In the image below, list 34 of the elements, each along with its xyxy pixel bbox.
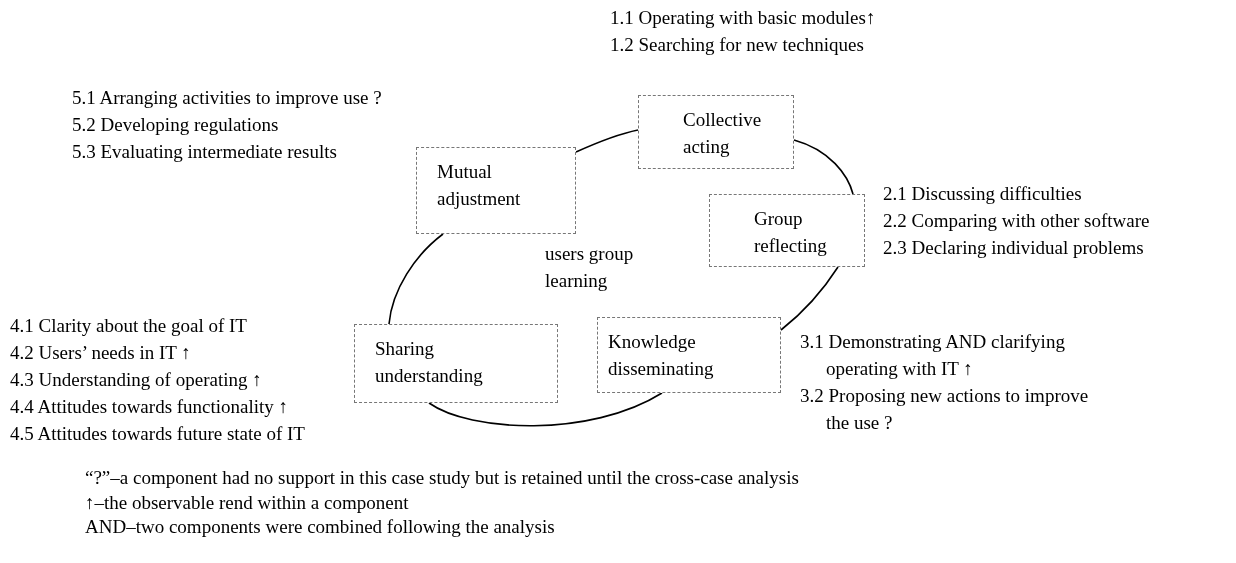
- footnote: ↑–the observable rend within a component: [85, 491, 409, 515]
- component-item: 5.2 Developing regulations: [72, 113, 279, 137]
- stage-box: [638, 95, 794, 169]
- stage-box: [597, 317, 781, 393]
- stage-box: [354, 324, 558, 403]
- component-item: 4.3 Understanding of operating ↑: [10, 368, 262, 392]
- stage-name: Mutual adjustment: [437, 160, 522, 211]
- center-label: users group learning: [545, 242, 635, 293]
- stage-name: Collective acting: [683, 108, 763, 159]
- component-item: 2.1 Discussing difficulties: [883, 182, 1082, 206]
- cycle-curve: [793, 139, 854, 195]
- cycle-curve: [780, 266, 839, 331]
- component-item: 1.1 Operating with basic modules↑: [610, 6, 876, 30]
- component-item: 1.2 Searching for new techniques: [610, 33, 864, 57]
- component-item: 3.1 Demonstrating AND clarifying operating with IT ↑: [800, 330, 1066, 381]
- component-item: 3.2 Proposing new actions to improve the use ?: [800, 384, 1090, 435]
- component-item: 5.1 Arranging activities to improve use ?: [72, 86, 382, 110]
- component-item: 4.2 Users’ needs in IT ↑: [10, 341, 191, 365]
- component-item: 2.3 Declaring individual problems: [883, 236, 1144, 260]
- component-item: 4.4 Attitudes towards functionality ↑: [10, 395, 289, 419]
- component-item: 5.3 Evaluating intermediate results: [72, 140, 337, 164]
- component-item: 4.5 Attitudes towards future state of IT: [10, 422, 305, 446]
- component-item: 2.2 Comparing with other software: [883, 209, 1150, 233]
- cycle-curve: [388, 233, 444, 325]
- cycle-curve: [575, 129, 639, 153]
- stage-name: Knowledge disseminating: [608, 330, 715, 381]
- stage-box: [416, 147, 576, 234]
- footnote: “?”–a component had no support in this case study but is retained until the cross-case analysis: [85, 466, 799, 490]
- stage-name: Group reflecting: [754, 207, 828, 258]
- component-item: 4.1 Clarity about the goal of IT: [10, 314, 247, 338]
- footnote: AND–two components were combined following the analysis: [85, 515, 555, 539]
- cycle-curve: [428, 392, 663, 427]
- stage-box: [709, 194, 865, 267]
- stage-name: Sharing understanding: [375, 337, 484, 388]
